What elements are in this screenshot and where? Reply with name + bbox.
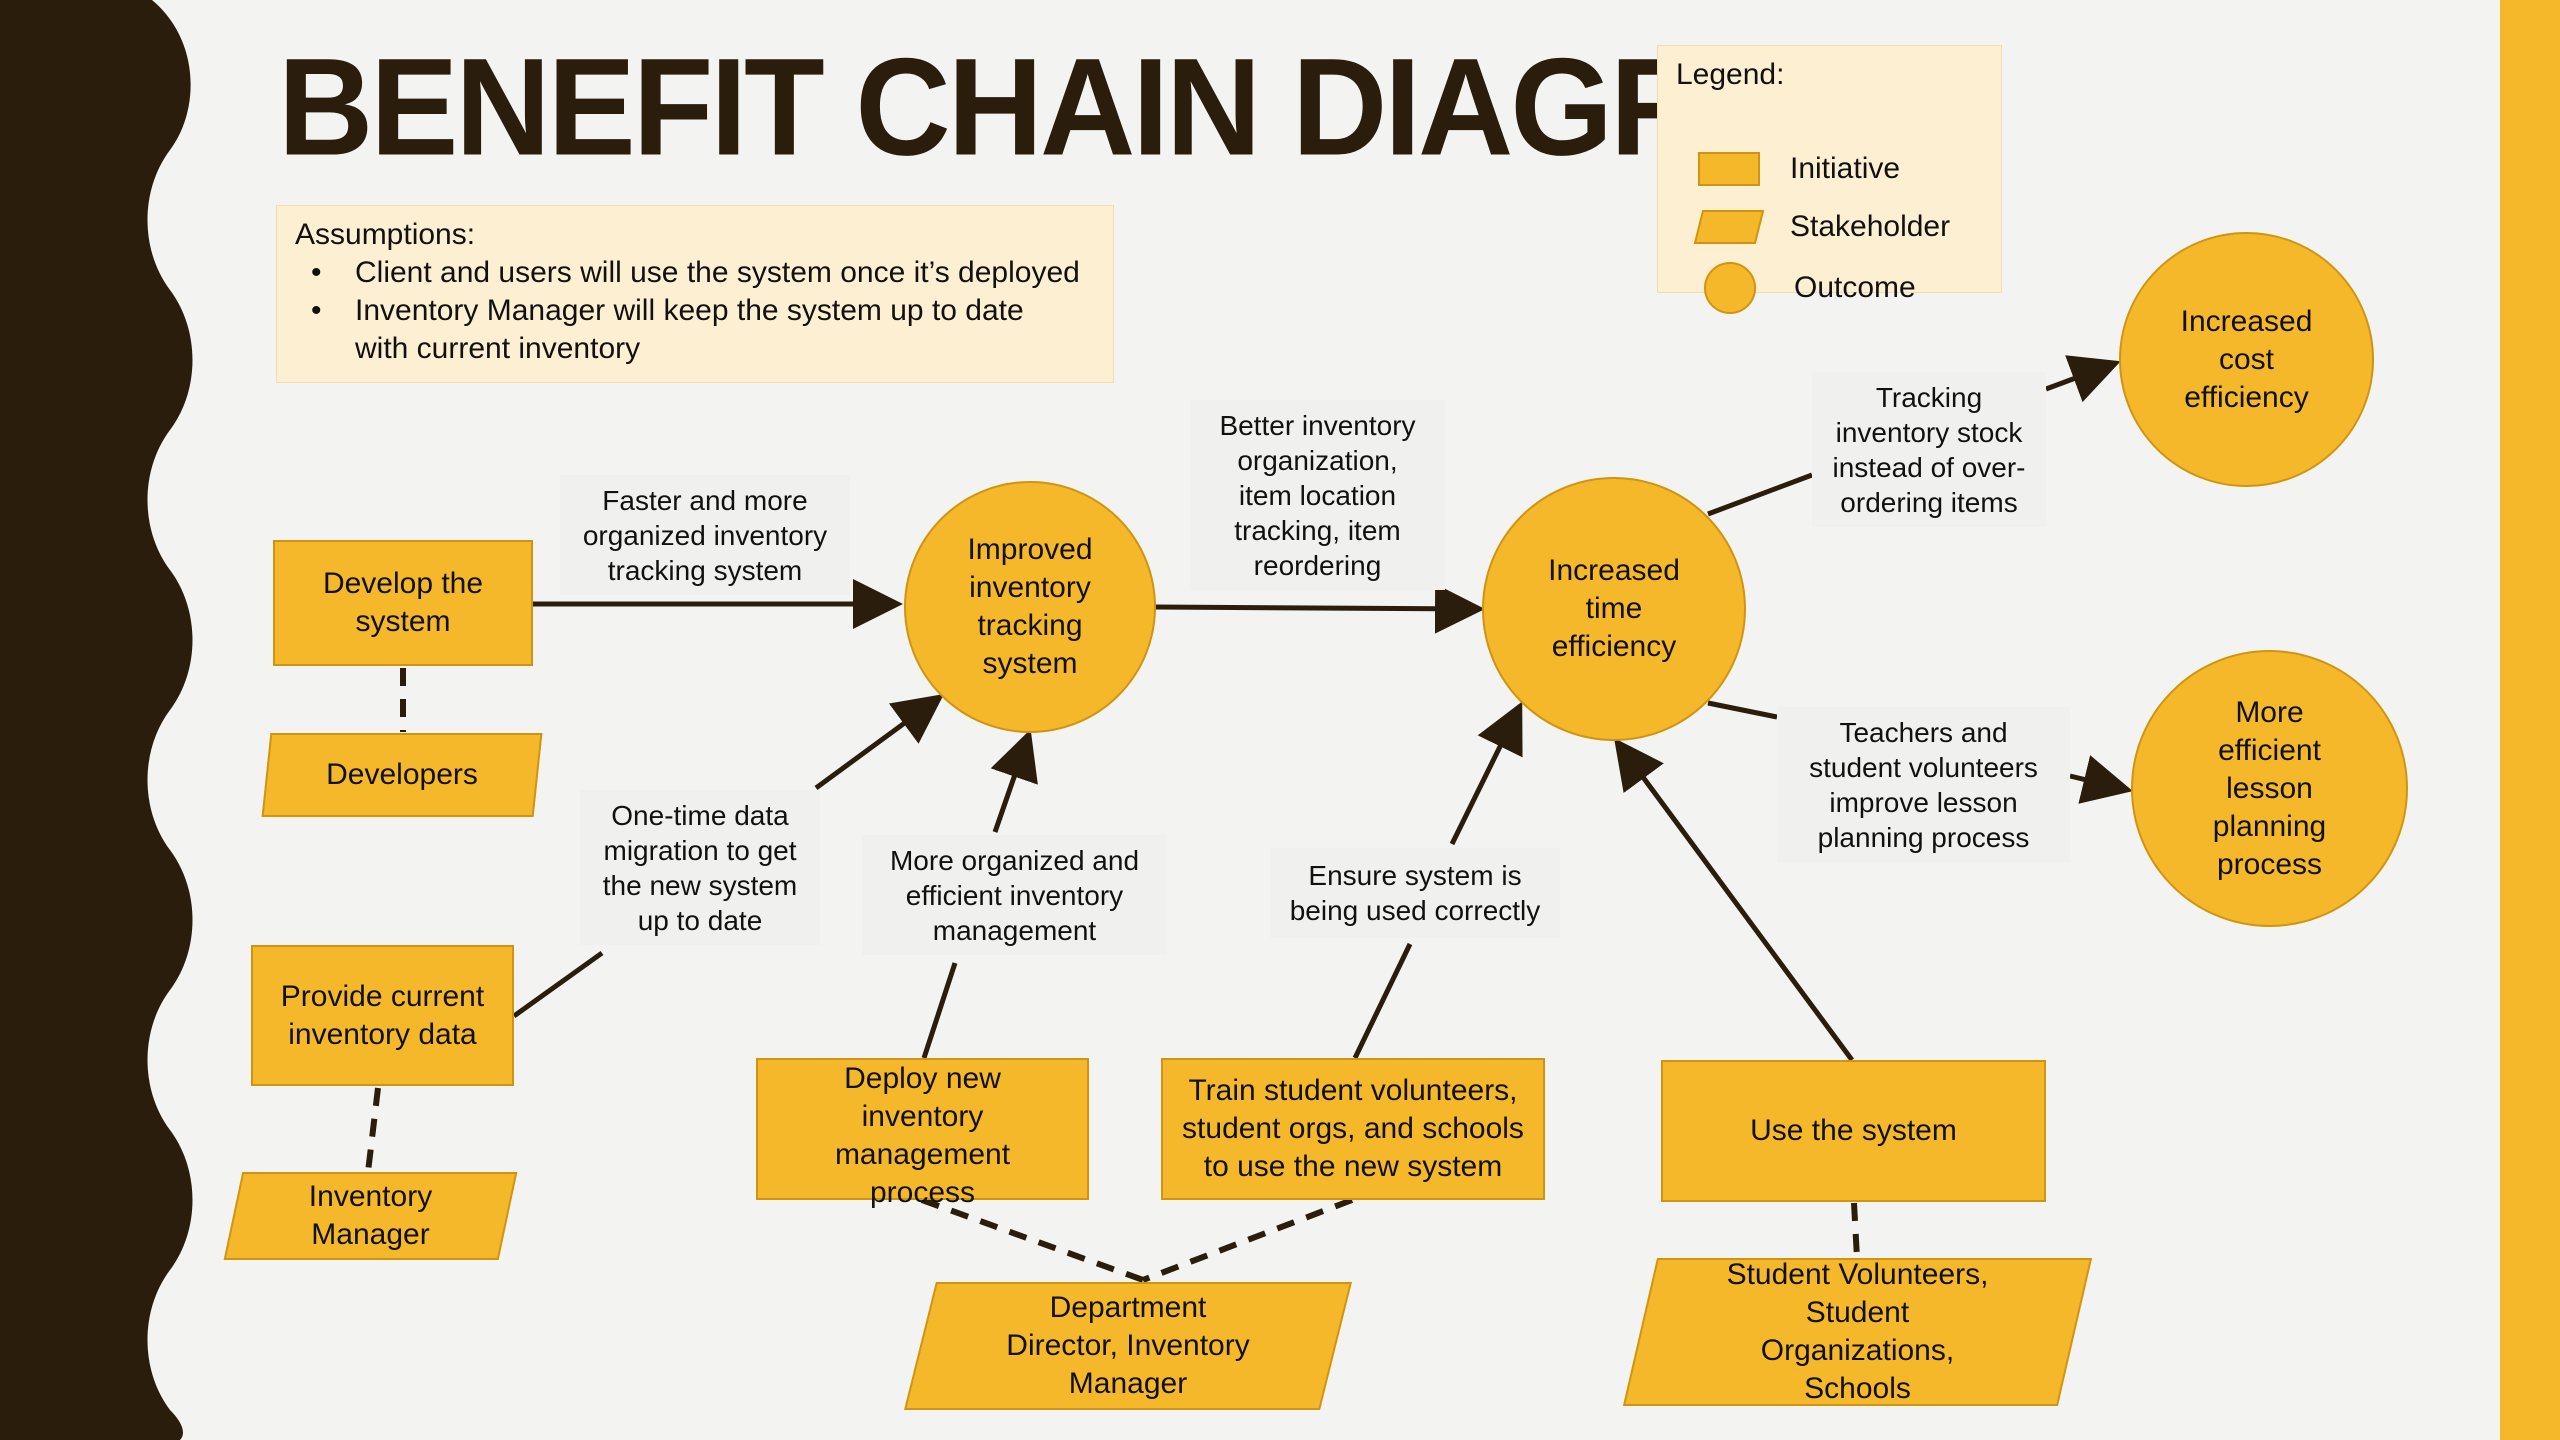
arrow-tracking-to-time [1154,583,1485,634]
legend-item-outcome: Outcome [1698,262,1916,314]
edge-label-faster-tracking: Faster and more organized inventory trac… [560,475,850,595]
arrow-train-to-time [1449,701,1523,846]
arrow-time-to-cost [1707,472,1813,517]
link-use-students [1851,1202,1860,1259]
link-deploy-department [920,1197,1145,1283]
legend-item-label: Initiative [1790,152,1901,185]
stakeholder-inventory-manager: Inventory Manager [223,1172,518,1260]
legend-item-stakeholder: Stakeholder [1693,202,1951,252]
arrow-time-to-lesson [2069,755,2133,804]
arrow-train-to-time [1352,942,1413,1060]
outcome-improved-tracking: Improved inventory tracking system [904,481,1156,733]
edge-label-teachers-volunteers: Teachers and student volunteers improve … [1777,707,2070,862]
assumption-item: Client and users will use the system onc… [295,254,1095,292]
edge-label-tracking-stock: Tracking inventory stock instead of over… [1812,372,2046,527]
outcome-time-efficiency: Increased time efficiency [1482,477,1746,741]
edge-label-correct-use: Ensure system is being used correctly [1270,848,1560,938]
outcome-cost-efficiency: Increased cost efficiency [2119,232,2374,487]
stakeholder-department-director: Department Director, Inventory Manager [904,1282,1352,1410]
legend-item-label: Stakeholder [1790,210,1951,243]
arrow-use-to-time [1614,737,1855,1062]
assumptions-box: Assumptions: Client and users will use t… [276,205,1114,383]
legend-title: Legend: [1676,58,1785,91]
accent-side-bar [2500,0,2560,1440]
arrow-deploy-to-tracking [990,729,1038,833]
initiative-deploy-process: Deploy new inventory management process [756,1058,1089,1209]
initiative-provide-inventory-data: Provide current inventory data [251,945,514,1086]
legend-rectangle-swatch [1698,152,1760,186]
arrow-time-to-lesson [1707,700,1778,720]
link-provide-inventory-manager [365,1087,381,1173]
stakeholder-student-volunteers: Student Volunteers, Student Organization… [1622,1258,2093,1406]
initiative-train-volunteers: Train student volunteers, student orgs, … [1161,1058,1545,1200]
edge-label-data-migration: One-time data migration to get the new s… [580,790,820,945]
initiative-develop-system: Develop the system [273,540,533,666]
decorative-wave-border [0,0,193,1440]
arrow-provide-to-tracking [814,694,945,791]
arrow-time-to-cost [2045,355,2121,403]
arrow-deploy-to-tracking [921,962,958,1059]
legend-item-label: Outcome [1794,271,1916,304]
arrow-provide-to-tracking [512,950,604,1019]
legend-box: Legend: Initiative Stakeholder Outcome [1657,45,2002,314]
link-train-department [1141,1197,1354,1283]
edge-label-organized-management: More organized and efficient inventory m… [862,835,1167,955]
edge-label-better-organization: Better inventory organization, item loca… [1190,400,1445,590]
assumption-item: Inventory Manager will keep the system u… [295,292,1095,368]
legend-circle-swatch [1704,262,1756,314]
assumptions-heading: Assumptions: [295,218,476,251]
outcome-lesson-planning: More efficient lesson planning process [2131,650,2408,927]
legend-item-initiative: Initiative [1698,144,1900,194]
stakeholder-developers: Developers [261,733,543,817]
page-title: BENEFIT CHAIN DIAGRAM [278,29,1905,184]
assumptions-list: Client and users will use the system onc… [295,254,1095,368]
initiative-use-system: Use the system [1661,1060,2046,1202]
